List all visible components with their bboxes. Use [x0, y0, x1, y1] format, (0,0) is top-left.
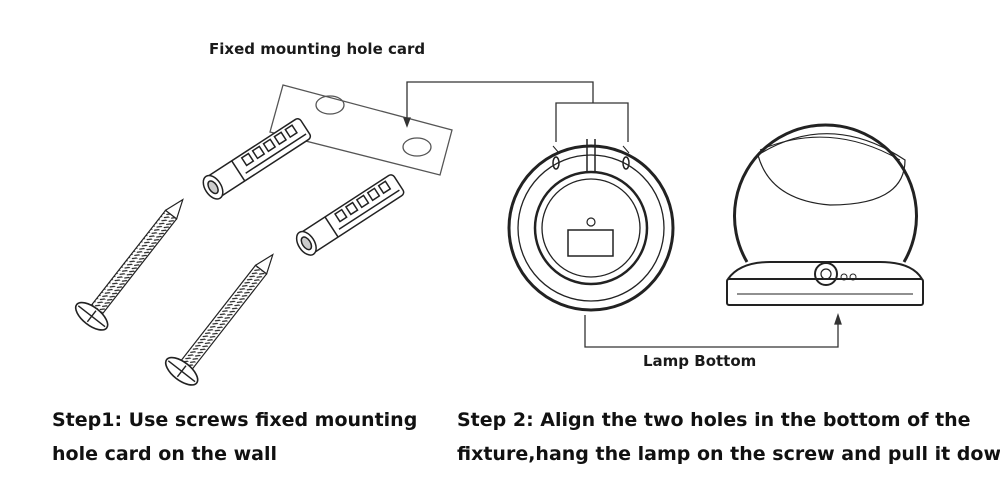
mounting-card-icon — [269, 84, 453, 176]
screw-icon — [74, 198, 184, 331]
step2-text-line2: fixture,hang the lamp on the screw and p… — [457, 443, 1000, 465]
card-label: Fixed mounting hole card — [209, 40, 426, 58]
wall-anchor-icon — [202, 118, 312, 200]
lamp-bottom-view-icon — [507, 139, 675, 312]
step2-text-line1: Step 2: Align the two holes in the botto… — [457, 409, 971, 431]
wall-anchor-icon — [295, 174, 405, 256]
screw-icon — [164, 253, 274, 386]
lamp-bottom-label: Lamp Bottom — [643, 352, 757, 370]
connector-line — [584, 312, 842, 348]
step1-text-line2: hole card on the wall — [52, 443, 277, 465]
lamp-side-view-icon — [726, 123, 924, 306]
step1-text-line1: Step1: Use screws fixed mounting — [52, 409, 418, 431]
connector-line — [403, 81, 629, 142]
